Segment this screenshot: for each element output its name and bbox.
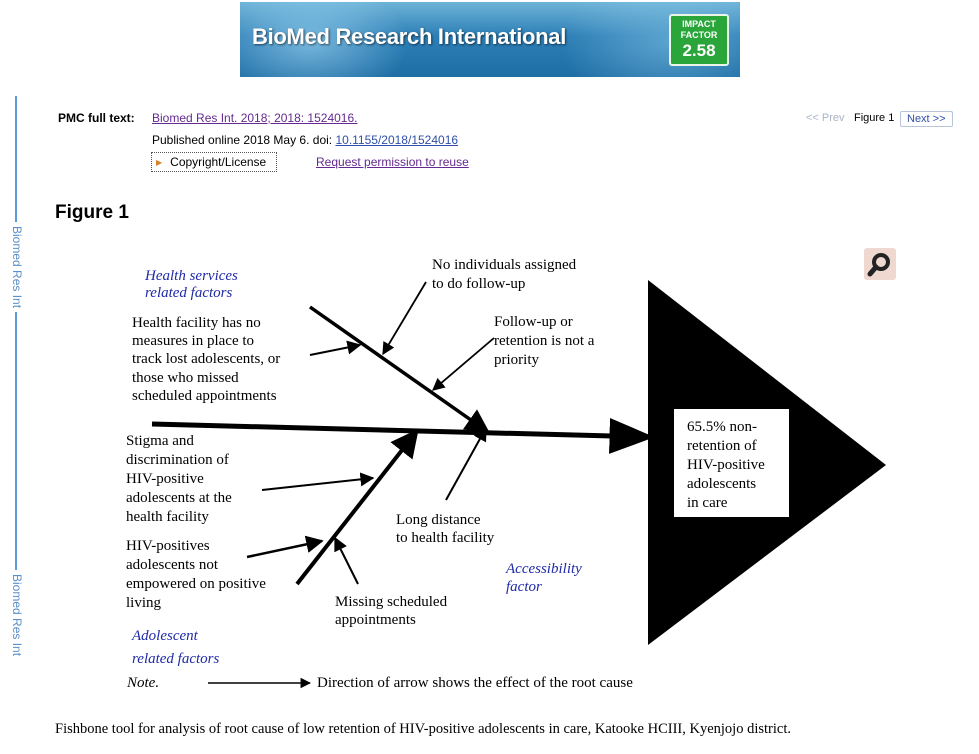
not-empowered-line: adolescents not (126, 557, 219, 573)
no-individuals-label: No individuals assigned to do follow-up (432, 257, 580, 292)
missing-appointments-line: Missing scheduled (335, 594, 448, 610)
stigma-line: discrimination of (126, 452, 229, 468)
lower-bone (295, 428, 419, 586)
effect-line: retention of (687, 438, 757, 454)
prev-figure-link[interactable]: << Prev (806, 112, 845, 124)
impact-value: 2.58 (682, 41, 716, 60)
not-empowered-line: living (126, 595, 162, 611)
health-facility-line: scheduled appointments (132, 388, 277, 404)
not-empowered-label: HIV-positives adolescents not empowered … (126, 538, 270, 611)
copyright-label: Copyright/License (170, 155, 267, 169)
published-text: Published online 2018 May 6. doi: (152, 133, 336, 147)
doi-link[interactable]: 10.1155/2018/1524016 (335, 133, 459, 147)
followup-line: Follow-up or (494, 314, 573, 330)
stigma-line: health facility (126, 509, 209, 525)
arrow-stigma (261, 472, 375, 491)
accessibility-header-line: Accessibility (505, 561, 582, 577)
missing-appointments-line: appointments (335, 612, 416, 628)
journal-title: BioMed Research International (252, 24, 567, 49)
missing-appointments-label: Missing scheduled appointments (335, 594, 451, 628)
upper-bone (308, 305, 491, 434)
arrow-long-distance (445, 426, 487, 501)
figure-title: Figure 1 (55, 202, 129, 223)
note-text: Direction of arrow shows the effect of t… (317, 675, 633, 691)
stigma-line: Stigma and (126, 433, 194, 449)
arrow-followup (432, 337, 495, 391)
banner-decoration (240, 2, 410, 77)
next-figure-button[interactable]: Next >> (900, 111, 953, 127)
arrow-missing-appointments (334, 536, 359, 585)
stigma-label: Stigma and discrimination of HIV-positiv… (126, 433, 236, 525)
effect-box-text: 65.5% non- retention of HIV-positive ado… (687, 419, 769, 511)
arrow-not-empowered (246, 535, 324, 559)
health-services-header: Health services related factors (144, 268, 242, 301)
effect-line: HIV-positive (687, 457, 765, 473)
health-facility-label: Health facility has no measures in place… (132, 315, 284, 404)
followup-line: priority (494, 352, 539, 368)
side-journal-label: Biomed Res Int (8, 222, 24, 313)
adolescent-header: Adolescent related factors (131, 628, 220, 667)
no-individuals-line: to do follow-up (432, 276, 525, 292)
stigma-line: adolescents at the (126, 490, 232, 506)
adolescent-header-line: related factors (132, 651, 220, 667)
stigma-line: HIV-positive (126, 471, 204, 487)
triangle-right-icon: ▶ (156, 158, 163, 167)
magnifier-icon[interactable] (864, 248, 896, 280)
accessibility-header-line: factor (506, 579, 542, 595)
effect-box (674, 409, 789, 517)
health-services-header-line: related factors (145, 285, 233, 301)
spine-arrow (151, 417, 655, 454)
pmc-label: PMC full text: (58, 111, 135, 125)
current-figure-label: Figure 1 (854, 112, 895, 124)
arrow-no-individuals (382, 281, 427, 356)
health-facility-line: those who missed (132, 370, 239, 386)
effect-line: adolescents (687, 476, 756, 492)
not-empowered-line: empowered on positive (126, 576, 266, 592)
long-distance-line: to health facility (396, 530, 495, 546)
note-label: Note. (126, 675, 159, 691)
health-facility-line: measures in place to (132, 333, 254, 349)
health-facility-line: Health facility has no (132, 315, 261, 331)
adolescent-header-line: Adolescent (131, 628, 199, 644)
arrow-health-facility (309, 340, 362, 356)
side-rule (15, 96, 17, 656)
citation-link[interactable]: Biomed Res Int. 2018; 2018: 1524016. (152, 111, 358, 125)
impact-label: IMPACT (682, 19, 716, 29)
followup-line: retention is not a (494, 333, 595, 349)
health-facility-line: track lost adolescents, or (132, 351, 280, 367)
effect-line: in care (687, 495, 728, 511)
followup-priority-label: Follow-up or retention is not a priority (494, 314, 598, 368)
effect-line: 65.5% non- (687, 419, 757, 435)
published-line: Published online 2018 May 6. doi: 10.115… (152, 133, 458, 147)
accessibility-header: Accessibility factor (505, 561, 586, 595)
journal-banner[interactable]: BioMed Research International IMPACT FAC… (240, 2, 740, 77)
long-distance-label: Long distance to health facility (396, 512, 495, 546)
impact-factor-badge: IMPACT FACTOR 2.58 (669, 14, 729, 66)
request-permission-link[interactable]: Request permission to reuse (316, 155, 469, 169)
not-empowered-line: HIV-positives (126, 538, 210, 554)
figure-caption: Fishbone tool for analysis of root cause… (55, 721, 791, 737)
no-individuals-line: No individuals assigned (432, 257, 577, 273)
health-services-header-line: Health services (144, 268, 238, 284)
side-journal-label: Biomed Res Int (8, 570, 24, 661)
long-distance-line: Long distance (396, 512, 481, 528)
copyright-license-button[interactable]: ▶ Copyright/License (151, 152, 277, 172)
factor-label: FACTOR (680, 30, 718, 40)
